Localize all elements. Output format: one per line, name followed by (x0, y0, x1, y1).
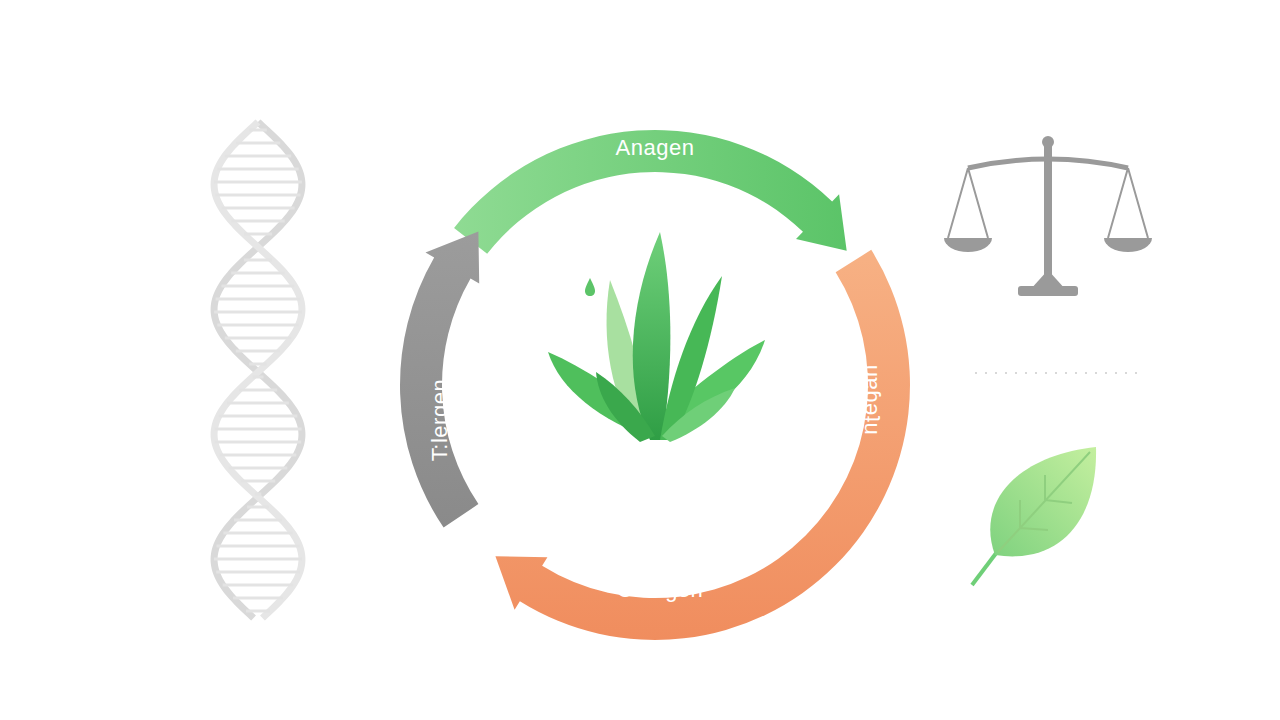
arc-arrow-shape (365, 95, 945, 675)
helix-rung (246, 610, 270, 613)
helix-rung (236, 350, 280, 353)
helix-strand (214, 122, 302, 618)
leaf (596, 372, 655, 442)
helix-rung (231, 272, 284, 275)
helix-strand (214, 122, 302, 618)
helix-rung (244, 259, 272, 262)
helix-rung (249, 363, 267, 366)
leaf (633, 232, 671, 440)
plant-icon (548, 232, 765, 442)
helix-rung (255, 493, 262, 496)
phase-label: Catagen (617, 577, 704, 603)
helix-rung (241, 480, 275, 483)
anagen-arrow: Anagen (365, 95, 945, 675)
arc-arrow (454, 130, 847, 254)
helix-rung (236, 142, 280, 145)
leaf (662, 388, 735, 442)
helix-rung (244, 233, 272, 236)
helix-rung (231, 220, 284, 223)
helix-rung (214, 311, 302, 314)
helix-rung (217, 545, 300, 548)
helix-rung (217, 324, 298, 327)
helix-rung (214, 181, 302, 184)
helix-rung (225, 337, 291, 340)
exogen-arrow: uɐɓǝʇu (365, 95, 945, 675)
dotted-line (975, 372, 1140, 374)
water-drop (585, 278, 595, 296)
helix-rung (219, 415, 298, 418)
helix-rung (214, 558, 302, 561)
helix-rung (216, 194, 301, 197)
helix-rung (220, 454, 297, 457)
catagen-label: Catagen (365, 95, 945, 675)
helix-rung (221, 207, 294, 210)
helix-rung (247, 506, 269, 509)
helix-rung (216, 298, 301, 301)
balance-scale (944, 136, 1152, 296)
phase-label: uɐɓǝʇu (859, 365, 885, 435)
helix-rung (239, 389, 277, 392)
helix-rung (217, 168, 298, 171)
phase-label: T:lergen (427, 379, 453, 461)
arc-arrow (400, 231, 479, 527)
arc-arrow (495, 250, 910, 640)
helix-rung (214, 428, 301, 431)
helix-rung (215, 441, 301, 444)
dna-helix (214, 122, 302, 618)
helix-rung (234, 519, 282, 522)
helix-rung (225, 155, 291, 158)
helix-rung (223, 584, 294, 587)
helix-rung (249, 129, 267, 132)
leaf-icon (972, 447, 1096, 585)
phase-label: Anagen (616, 135, 695, 161)
arc-arrow-shape (365, 95, 945, 675)
helix-rung (252, 376, 263, 379)
helix-rung (216, 571, 300, 574)
helix-rung (221, 285, 294, 288)
helix-rung (233, 597, 283, 600)
helix-rung (223, 532, 292, 535)
helix-rung (229, 467, 288, 470)
telogen-arrow: T:lergen (365, 95, 945, 675)
arc-arrow-shape (365, 95, 945, 675)
helix-rung (227, 402, 289, 405)
